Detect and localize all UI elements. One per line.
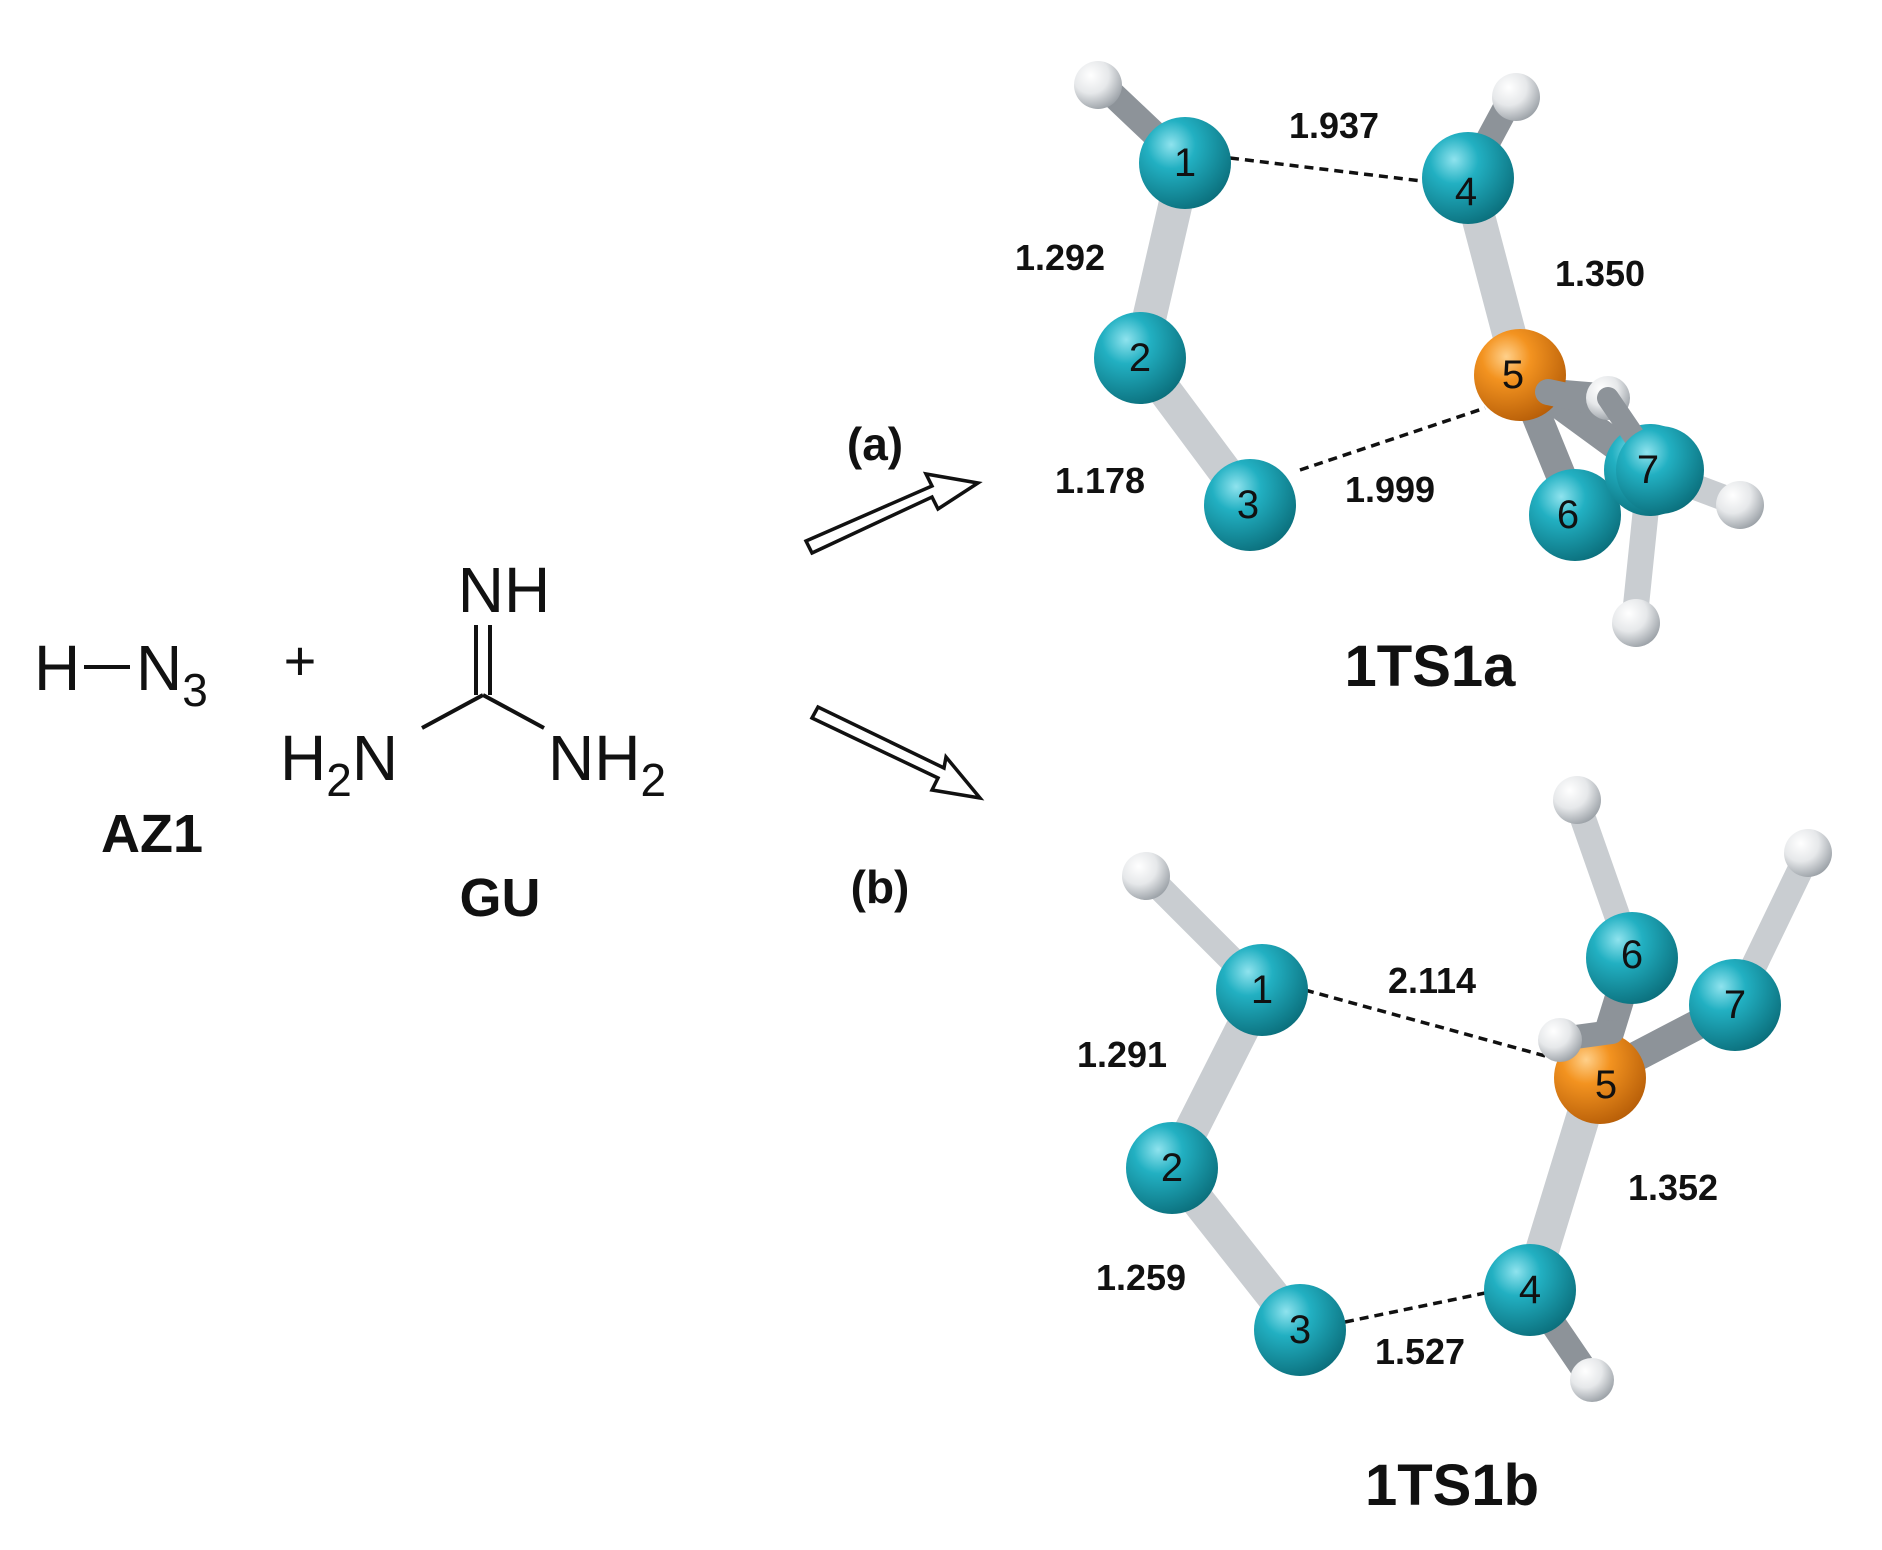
structure-1ts1b-name: 1TS1b [1365, 1453, 1539, 1518]
path-b: (b) [809, 704, 985, 913]
atom-4-label: 4 [1519, 1268, 1541, 1312]
atom-2 [1126, 1122, 1218, 1214]
atom-7-label: 7 [1637, 448, 1659, 492]
distance-4-5: 1.350 [1555, 253, 1645, 294]
atom-6 [1529, 469, 1621, 561]
distance-3-4: 1.527 [1375, 1331, 1465, 1372]
distance-1-4: 1.937 [1289, 105, 1379, 146]
distance-1-2: 1.292 [1015, 237, 1105, 278]
az1-subscript: 3 [182, 664, 208, 716]
path-a-label: (a) [847, 418, 903, 470]
hydrogen-atom [1570, 1358, 1614, 1402]
path-b-label: (b) [851, 861, 910, 913]
distance-3-5: 1.999 [1345, 469, 1435, 510]
distance-1-2: 1.291 [1077, 1034, 1167, 1075]
reactant-az1: H N3 AZ1 [34, 632, 208, 864]
dashed-3-5 [1299, 406, 1486, 472]
atom-6 [1586, 912, 1678, 1004]
hydrogen-atom [1784, 829, 1832, 877]
arrow-a-icon [803, 471, 983, 556]
atom-4-label: 4 [1455, 170, 1477, 214]
svg-text:H2N: H2N [280, 722, 398, 806]
hydrogen-atom [1492, 73, 1540, 121]
arrow-b-icon [809, 704, 985, 801]
dashed-3-4 [1344, 1290, 1491, 1324]
atom-7-label: 7 [1724, 983, 1746, 1027]
reactant-guanidine: NH H2N NH2 GU [280, 554, 666, 928]
path-a: (a) [803, 418, 983, 556]
hydrogen-atom [1538, 1018, 1582, 1062]
svg-text:N3: N3 [136, 632, 208, 716]
az1-name: AZ1 [101, 804, 203, 864]
dashed-1-4 [1229, 156, 1431, 184]
distance-2-3: 1.178 [1055, 460, 1145, 501]
hydrogen-atom [1716, 481, 1764, 529]
gu-nh2-nh: NH [548, 722, 640, 794]
az1-n-text: N [136, 632, 182, 704]
structure-1ts1a-name: 1TS1a [1345, 634, 1517, 699]
atom-3-label: 3 [1237, 483, 1259, 527]
gu-h2n-n: N [352, 722, 398, 794]
gu-h2n-h: H [280, 722, 326, 794]
atom-1-label: 1 [1251, 968, 1273, 1012]
hydrogen-atom [1553, 776, 1601, 824]
atom-6-label: 6 [1621, 933, 1643, 977]
distance-4-5: 1.352 [1628, 1167, 1718, 1208]
hydrogen-atom [1122, 852, 1170, 900]
atom-3 [1204, 459, 1296, 551]
atom-2-label: 2 [1129, 336, 1151, 380]
gu-bond-right [482, 693, 545, 730]
plus-sign: + [284, 629, 317, 692]
gu-imine-nh: NH [458, 554, 550, 626]
atom-1 [1216, 944, 1308, 1036]
distance-2-3: 1.259 [1096, 1257, 1186, 1298]
distance-1-5: 2.114 [1388, 960, 1476, 1001]
atom-3 [1254, 1284, 1346, 1376]
atom-5 [1554, 1032, 1646, 1124]
svg-text:NH2: NH2 [548, 722, 666, 806]
svg-text:H: H [34, 632, 80, 704]
atom-7 [1689, 959, 1781, 1051]
gu-name: GU [460, 868, 541, 928]
atom-6-label: 6 [1557, 493, 1579, 537]
atom-7-front [1616, 426, 1704, 514]
gu-h2n-sub: 2 [326, 754, 352, 806]
atom-1-label: 1 [1174, 141, 1196, 185]
atom-5-label: 5 [1502, 353, 1524, 397]
structure-1ts1b: 1 2 3 4 5 6 7 2.114 1.291 1.352 1.259 1.… [1077, 776, 1832, 1518]
structure-1ts1a: 1 2 3 4 5 6 7 1.937 1.292 1.350 1.178 1.… [1015, 61, 1764, 699]
atom-1 [1139, 117, 1231, 209]
gu-nh2-sub: 2 [640, 754, 666, 806]
hydrogen-atom [1612, 599, 1660, 647]
atom-3-label: 3 [1289, 1308, 1311, 1352]
atom-2-label: 2 [1161, 1146, 1183, 1190]
atom-4 [1422, 132, 1514, 224]
atom-4 [1484, 1244, 1576, 1336]
az1-h-text: H [34, 632, 80, 704]
atom-5-label: 5 [1595, 1063, 1617, 1107]
atom-2 [1094, 312, 1186, 404]
gu-bond-left [421, 693, 484, 730]
hydrogen-atom [1074, 61, 1122, 109]
